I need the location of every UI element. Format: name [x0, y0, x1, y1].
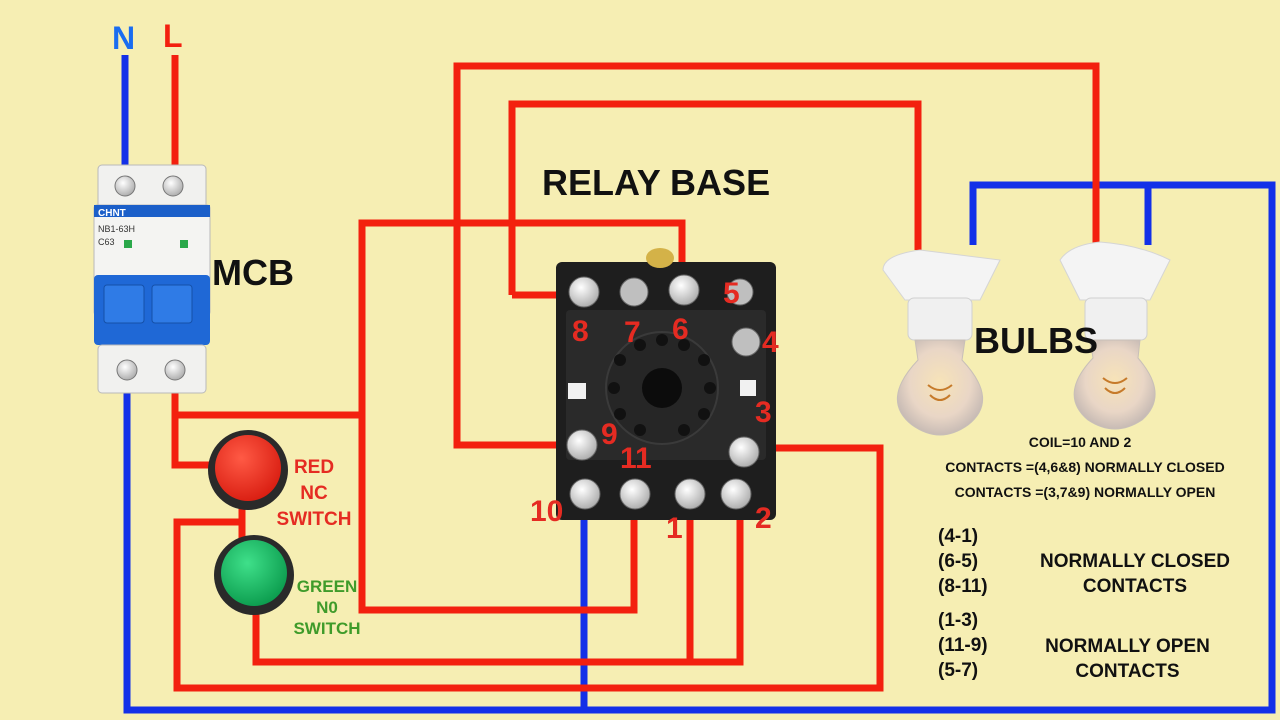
bulbs-title: BULBS: [974, 320, 1098, 361]
pin-label-2: 2: [755, 502, 772, 535]
mcb-brand: CHNT: [98, 208, 126, 219]
nc-pair-item: (6-5): [938, 551, 979, 572]
red-switch-label-line2: NC: [300, 483, 328, 504]
nc-pair-item: (4-1): [938, 526, 979, 547]
no-pairs-list: (1-3) (11-9) (5-7): [938, 608, 988, 683]
green-switch-label-line1: GREEN: [296, 577, 358, 596]
red-switch-label-line3: SWITCH: [276, 509, 352, 530]
nc-contacts-label: NORMALLY CLOSED CONTACTS: [1030, 549, 1240, 599]
no-contacts-note: CONTACTS =(3,7&9) NORMALLY OPEN: [954, 484, 1216, 500]
red-switch-label: RED NC SWITCH: [268, 455, 360, 533]
pin-label-11: 11: [620, 442, 652, 475]
pin8-bulb1-wire: [508, 100, 922, 295]
no-label-line1: NORMALLY OPEN: [1045, 636, 1210, 657]
pin6-feed-wire: [358, 219, 686, 415]
mcb-title: MCB: [212, 252, 294, 293]
pin2-wire: [252, 495, 744, 666]
neutral-return-wire: [123, 181, 1276, 714]
pin-label-3: 3: [755, 396, 772, 429]
mcb-breaker: CHNT NB1-63H C63: [93, 164, 211, 394]
bulb-2: [1059, 241, 1171, 430]
green-switch-label-line2: N0: [316, 598, 338, 617]
relay-base: [556, 248, 776, 520]
no-pair-item: (11-9): [938, 635, 988, 656]
pin-label-9: 9: [601, 418, 618, 451]
relay-base-title: RELAY BASE: [542, 162, 771, 203]
bulb-1: [882, 249, 1001, 436]
no-contacts-label: NORMALLY OPEN CONTACTS: [1030, 634, 1225, 684]
neutral-label: N: [112, 20, 136, 56]
nc-pairs-list: (4-1) (6-5) (8-11): [938, 524, 988, 599]
pin11-feed-wire: [358, 415, 638, 614]
pin-label-5: 5: [723, 277, 740, 310]
pin-label-1: 1: [666, 512, 683, 545]
pin-label-10: 10: [530, 495, 564, 528]
red-nc-switch[interactable]: [208, 430, 288, 510]
nc-label-line2: CONTACTS: [1082, 576, 1188, 597]
no-pair-item: (5-7): [938, 660, 979, 681]
nc-label-line1: NORMALLY CLOSED: [1039, 551, 1231, 572]
pin-label-6: 6: [672, 313, 689, 346]
coil-note: COIL=10 AND 2: [1028, 434, 1132, 450]
nc-pair-item: (8-11): [938, 576, 988, 597]
no-label-line2: CONTACTS: [1075, 661, 1180, 682]
pin9-bulb2-wire: [453, 62, 1100, 449]
red-switch-label-line1: RED: [293, 457, 335, 478]
pin-label-4: 4: [762, 326, 779, 359]
green-no-switch[interactable]: [214, 535, 294, 615]
green-switch-label-line3: SWITCH: [293, 619, 361, 638]
relay-clip: [646, 248, 674, 268]
no-pair-item: (1-3): [938, 610, 979, 631]
nc-contacts-note: CONTACTS =(4,6&8) NORMALLY CLOSED: [945, 459, 1225, 475]
green-switch-label: GREEN N0 SWITCH: [282, 576, 372, 639]
pin-label-8: 8: [572, 315, 589, 348]
mcb-rating: C63: [98, 237, 115, 247]
pin-label-7: 7: [624, 316, 641, 349]
line-label: L: [163, 18, 183, 54]
mcb-model: NB1-63H: [98, 224, 135, 234]
